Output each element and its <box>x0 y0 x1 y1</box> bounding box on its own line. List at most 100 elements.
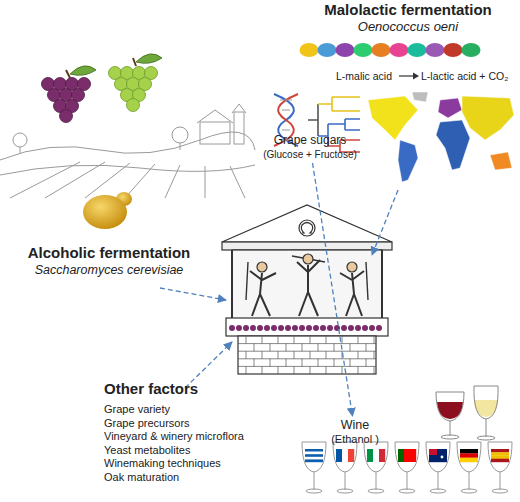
factor-item: Grape variety <box>104 403 282 417</box>
flow-sublabel: (Glucose + Fructose) <box>255 148 365 161</box>
bacterium-cell <box>462 43 481 57</box>
glass-stem <box>407 472 408 490</box>
text-group: Wine(Ethanol ) <box>320 418 390 446</box>
brick-joint <box>318 344 319 352</box>
flag-stripe <box>373 449 379 462</box>
ancient-winepress <box>222 205 392 374</box>
glass-foot <box>461 489 477 493</box>
brick-joint <box>254 359 255 367</box>
crushed-grape <box>355 325 361 331</box>
factor-item: Yeast metabolites <box>104 444 282 458</box>
grape-treader <box>340 262 368 316</box>
figure-head <box>347 262 357 272</box>
reactant-label: L-malic acid <box>336 70 392 83</box>
crushed-grape <box>278 325 284 331</box>
tree-sketch <box>13 133 27 147</box>
tree-sketch <box>172 127 188 143</box>
crushed-grape <box>341 325 347 331</box>
continent-north-america <box>368 96 418 140</box>
temple-column <box>232 250 382 320</box>
species-name: Saccharomyces cerevisiae <box>6 262 212 278</box>
brick-joint <box>374 366 375 374</box>
brick-joint <box>246 366 247 374</box>
crushed-grape <box>250 325 256 331</box>
brick-joint <box>350 359 351 367</box>
flow-label: Grape sugars <box>255 133 365 148</box>
flag-stripe <box>491 449 509 452</box>
brick-joint <box>366 359 367 367</box>
crushed-grape <box>299 325 305 331</box>
crushed-grape <box>334 325 340 331</box>
brick-joint <box>270 344 271 352</box>
inflow-arrows <box>160 190 398 388</box>
text-group: Malolactic fermentationOenococcus oeni <box>300 1 516 35</box>
brick-joint <box>302 344 303 352</box>
brick-joint <box>358 366 359 374</box>
glass-bowl <box>436 392 464 421</box>
inflow-arrow <box>160 288 226 300</box>
crushed-grape <box>264 325 270 331</box>
brick-joint <box>342 351 343 359</box>
glass-foot <box>306 489 322 493</box>
roof-medallion <box>299 220 315 236</box>
tree-trunk <box>20 147 21 153</box>
crushed-grape <box>271 325 277 331</box>
brick-base <box>238 336 376 374</box>
figure-staff <box>246 262 248 300</box>
brick-course <box>238 343 376 344</box>
brick-joint <box>262 366 263 374</box>
flag-stripe <box>348 449 354 462</box>
brick-joint <box>326 336 327 344</box>
crushed-grape <box>257 325 263 331</box>
wine-glasses <box>436 386 498 440</box>
brick-joint <box>342 366 343 374</box>
crushed-grape <box>285 325 291 331</box>
bacterium-cell <box>354 43 373 57</box>
brick-joint <box>246 351 247 359</box>
hill-line <box>0 165 255 175</box>
brick-joint <box>334 359 335 367</box>
brick-joint <box>286 344 287 352</box>
glass-foot <box>337 489 353 493</box>
glass-foot <box>441 435 459 439</box>
brick-joint <box>374 336 375 344</box>
bacterium-cell <box>372 43 391 57</box>
crushed-grape <box>229 325 235 331</box>
flag-stripe <box>398 449 404 462</box>
flag-glass <box>364 442 388 493</box>
continent-asia <box>462 96 514 140</box>
figure-head <box>257 262 267 272</box>
bacterium-cell <box>300 43 319 57</box>
brick-joint <box>326 351 327 359</box>
flag-glass <box>395 442 419 493</box>
flag-stripe <box>305 457 323 460</box>
bacterium-cell <box>318 43 337 57</box>
glass-bowl <box>395 442 419 472</box>
vine-row <box>205 166 206 198</box>
crushed-grape <box>348 325 354 331</box>
bacterium-cell <box>390 43 409 57</box>
crushed-grape <box>306 325 312 331</box>
grape-berry <box>60 110 73 123</box>
continent-europe <box>438 98 462 118</box>
glass-foot <box>430 489 446 493</box>
brick-joint <box>278 366 279 374</box>
reaction-arrow <box>399 75 415 76</box>
crushed-grape <box>369 325 375 331</box>
flag-stripe <box>460 458 478 463</box>
temple-interior <box>232 250 382 320</box>
glass-foot <box>368 489 384 493</box>
temple-cornice <box>222 242 392 250</box>
text-group: Other factorsGrape varietyGrape precurso… <box>104 380 282 484</box>
continent-africa <box>436 120 470 170</box>
tree-branch <box>308 104 318 136</box>
grape-treader <box>292 256 325 316</box>
farm-roof <box>197 110 233 123</box>
factor-item: Winemaking techniques <box>104 457 282 471</box>
glass-stem <box>314 472 315 490</box>
flag-stripe <box>305 452 323 455</box>
brick-joint <box>262 351 263 359</box>
text-group: Grape sugars(Glucose + Fructose) <box>255 133 365 161</box>
flag-glasses <box>302 442 512 493</box>
crushed-grape <box>320 325 326 331</box>
